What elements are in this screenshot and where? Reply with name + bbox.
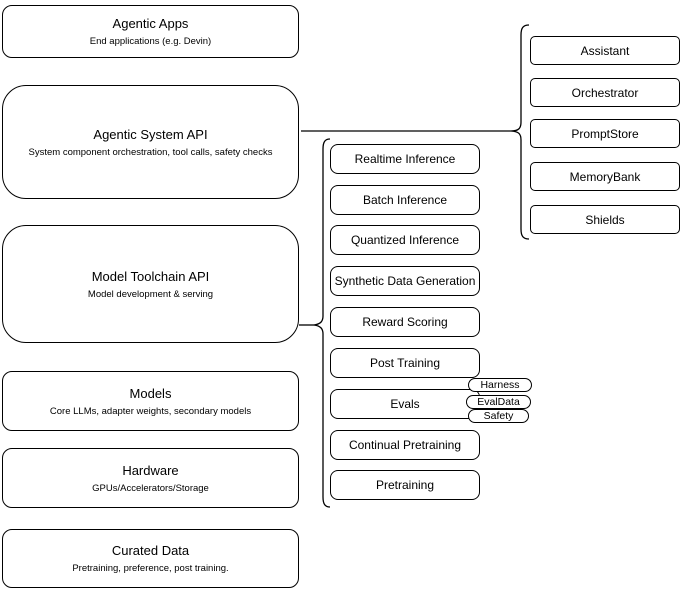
node-title: Model Toolchain API bbox=[91, 268, 210, 284]
node-label: Shields bbox=[585, 212, 625, 227]
node-title: Hardware bbox=[122, 462, 179, 478]
node-subtitle: Pretraining, preference, post training. bbox=[72, 563, 229, 574]
node-label: Assistant bbox=[580, 43, 630, 58]
node-title: Models bbox=[129, 385, 172, 401]
node-subtitle: Model development & serving bbox=[87, 288, 214, 300]
node-title: Agentic System API bbox=[93, 126, 208, 142]
node-orchestrator: Orchestrator bbox=[530, 78, 680, 107]
tag-safety: Safety bbox=[468, 409, 529, 423]
node-label: Evals bbox=[390, 397, 420, 411]
node-label: Synthetic Data Generation bbox=[334, 274, 476, 288]
node-synthetic-data-generation: Synthetic Data Generation bbox=[330, 266, 480, 296]
tag-label: Harness bbox=[480, 379, 520, 391]
node-pretraining: Pretraining bbox=[330, 470, 480, 500]
tag-label: EvalData bbox=[477, 396, 520, 408]
node-evals: Evals bbox=[330, 389, 480, 419]
node-label: Reward Scoring bbox=[362, 315, 448, 329]
node-label: PromptStore bbox=[571, 126, 639, 141]
toolchain-brace bbox=[313, 138, 331, 508]
node-model-toolchain-api: Model Toolchain API Model development & … bbox=[2, 225, 299, 343]
node-shields: Shields bbox=[530, 205, 680, 234]
node-models: Models Core LLMs, adapter weights, secon… bbox=[2, 371, 299, 431]
node-label: Post Training bbox=[369, 356, 441, 370]
node-assistant: Assistant bbox=[530, 36, 680, 65]
node-label: Continual Pretraining bbox=[348, 438, 462, 452]
node-post-training: Post Training bbox=[330, 348, 480, 378]
node-label: Realtime Inference bbox=[354, 152, 456, 166]
node-label: Batch Inference bbox=[362, 193, 448, 207]
node-promptstore: PromptStore bbox=[530, 119, 680, 148]
node-subtitle: System component orchestration, tool cal… bbox=[28, 146, 273, 158]
node-reward-scoring: Reward Scoring bbox=[330, 307, 480, 337]
node-subtitle: GPUs/Accelerators/Storage bbox=[92, 482, 209, 494]
node-quantized-inference: Quantized Inference bbox=[330, 225, 480, 255]
node-agentic-system-api: Agentic System API System component orch… bbox=[2, 85, 299, 199]
node-label: Quantized Inference bbox=[350, 233, 460, 247]
node-title: Agentic Apps bbox=[112, 16, 189, 31]
node-curated-data: Curated Data Pretraining, preference, po… bbox=[2, 529, 299, 588]
node-memorybank: MemoryBank bbox=[530, 162, 680, 191]
node-label: Pretraining bbox=[375, 478, 435, 492]
node-subtitle: End applications (e.g. Devin) bbox=[89, 36, 212, 47]
node-label: MemoryBank bbox=[569, 169, 641, 184]
tag-evaldata: EvalData bbox=[466, 395, 531, 409]
node-continual-pretraining: Continual Pretraining bbox=[330, 430, 480, 460]
node-batch-inference: Batch Inference bbox=[330, 185, 480, 215]
node-subtitle: Core LLMs, adapter weights, secondary mo… bbox=[49, 405, 252, 417]
node-realtime-inference: Realtime Inference bbox=[330, 144, 480, 174]
node-agentic-apps: Agentic Apps End applications (e.g. Devi… bbox=[2, 5, 299, 58]
node-hardware: Hardware GPUs/Accelerators/Storage bbox=[2, 448, 299, 508]
system-components-brace bbox=[510, 24, 530, 240]
node-label: Orchestrator bbox=[571, 85, 639, 100]
node-title: Curated Data bbox=[111, 543, 190, 558]
tag-harness: Harness bbox=[468, 378, 532, 392]
tag-label: Safety bbox=[483, 410, 514, 422]
